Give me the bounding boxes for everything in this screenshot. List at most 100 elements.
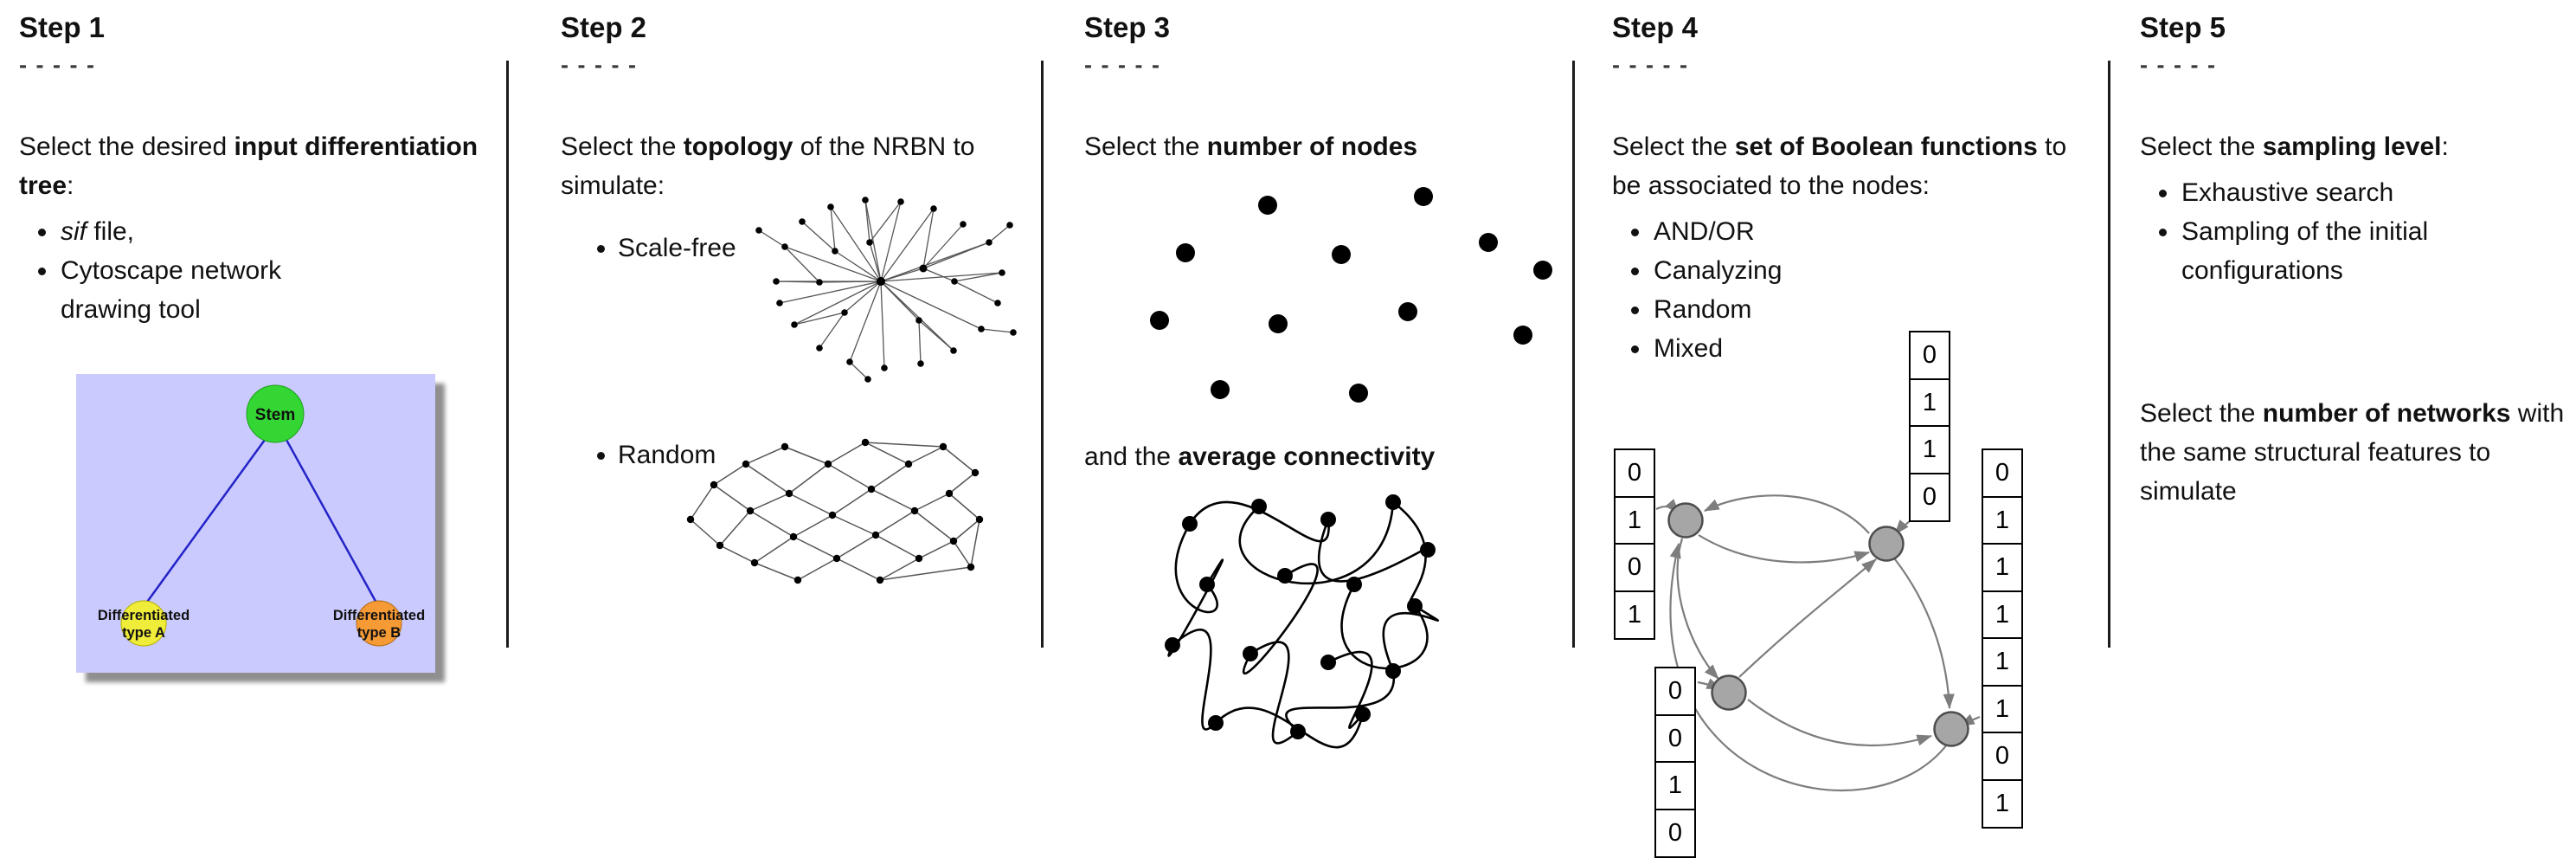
- scale-free-nodes: [755, 197, 1017, 383]
- bullet-item: Mixed: [1652, 329, 2088, 368]
- connectivity-tangle-illustration: [1165, 494, 1440, 749]
- step-1-bullet-list: sif file,Cytoscape network drawing tool: [19, 212, 344, 329]
- truth-table-cell: 0: [1909, 331, 1950, 380]
- truth-table-cell: 1: [1982, 495, 2023, 545]
- truth-table-cell: 0: [1982, 732, 2023, 781]
- boolean-node-a: [1667, 502, 1704, 539]
- networks-count-paragraph: Select the number of networks with the s…: [2140, 394, 2576, 511]
- topology-option-random: Random: [578, 435, 716, 474]
- bullet-item: Canalyzing: [1652, 251, 2088, 290]
- tangle-edges: [1167, 500, 1440, 749]
- truth-table-cell: 0: [1654, 713, 1696, 764]
- intro-segment: Select the: [1084, 132, 1207, 161]
- bullet-item: sif file,: [59, 212, 344, 251]
- type-b-label-line1: Differentiated: [333, 608, 425, 623]
- intro-bold-segment: number of nodes: [1206, 132, 1418, 161]
- stem-node: [246, 384, 305, 443]
- paragraph-segment: Select the: [2140, 399, 2263, 428]
- truth-table-cell: 1: [1614, 590, 1655, 640]
- intro-segment: Select the: [561, 132, 684, 161]
- column-divider-2: [1041, 61, 1044, 648]
- step-1-intro: Select the desired input differentiation…: [19, 127, 491, 205]
- stem-label: Stem: [255, 406, 295, 424]
- truth-table-cell: 1: [1654, 761, 1696, 810]
- boolean-network-illustration: [1655, 494, 1981, 792]
- tangle-nodes: [1165, 494, 1436, 739]
- tree-edges: [144, 439, 379, 605]
- step-1-column: Step 1 - - - - - Select the desired inpu…: [19, 10, 491, 329]
- intro-bold-segment: set of Boolean functions: [1734, 132, 2038, 161]
- type-a-label-line2: type A: [122, 625, 165, 641]
- bullet-item: Scale-free: [618, 229, 736, 268]
- step-4-intro: Select the set of Boolean functions to b…: [1612, 127, 2088, 205]
- intro-segment: Select the: [1612, 132, 1735, 161]
- random-network-illustration: [686, 438, 984, 584]
- bullet-item: Cytoscape network drawing tool: [59, 251, 344, 329]
- boolean-network-arrows: [1655, 494, 1981, 792]
- paragraph-segment: with the same structural features to sim…: [2140, 399, 2565, 506]
- intro-segment: Select the: [2140, 132, 2263, 161]
- step-3-title: Step 3: [1084, 11, 1171, 43]
- truth-table-cell: 1: [1909, 377, 1950, 428]
- truth-table-cell: 0: [1982, 448, 2023, 498]
- column-divider-3: [1572, 61, 1575, 648]
- caption-bold-segment: average connectivity: [1178, 442, 1436, 471]
- column-divider-4: [2108, 61, 2110, 648]
- differentiation-tree-illustration: Stem Differentiated type A Differentiate…: [76, 374, 435, 673]
- intro-segment: Select the desired: [19, 132, 234, 161]
- column-divider-1: [506, 61, 509, 648]
- step-5-dashes: - - - - -: [2140, 51, 2217, 78]
- step-2-title: Step 2: [561, 11, 647, 43]
- truth-table-cell: 1: [1909, 425, 1950, 474]
- paragraph-bold-segment: number of networks: [2262, 399, 2511, 428]
- step-3-intro: Select the number of nodes: [1084, 127, 1577, 166]
- step-5-column: Step 5 - - - - - Select the sampling lev…: [2140, 10, 2573, 290]
- intro-segment: :: [67, 171, 74, 200]
- bullet-item: Exhaustive search: [2180, 173, 2560, 212]
- step-2-intro: Select the topology of the NRBN to simul…: [561, 127, 1019, 205]
- step-4-bullet-list: AND/ORCanalyzingRandomMixed: [1612, 212, 2088, 368]
- bullet-item: AND/OR: [1652, 212, 2088, 251]
- step-2-dashes: - - - - -: [561, 51, 638, 78]
- truth-table-cell: 0: [1654, 808, 1696, 858]
- random-edges: [690, 442, 980, 581]
- step-3-column: Step 3 - - - - - Select the number of no…: [1084, 10, 1577, 166]
- scatter-dots: [1150, 187, 1552, 403]
- step-5-bullet-list: Exhaustive searchSampling of the initial…: [2140, 173, 2560, 290]
- intro-bold-segment: sampling level: [2262, 132, 2442, 161]
- bullet-item: Sampling of the initial configurations: [2180, 212, 2560, 290]
- intro-segment: :: [2441, 132, 2449, 161]
- truth-table-cell: 1: [1982, 637, 2023, 687]
- truth-table-cell: 1: [1982, 684, 2023, 734]
- truth-table-cell: 0: [1654, 667, 1696, 716]
- step-2-column: Step 2 - - - - - Select the topology of …: [561, 10, 1019, 205]
- bullet-item: Random: [1652, 290, 2088, 329]
- intro-segment: to be associated to the nodes:: [1612, 132, 2067, 200]
- scale-free-network-illustration: [755, 197, 1017, 383]
- scale-free-edges: [758, 199, 1014, 380]
- truth-table-cell: 1: [1982, 543, 2023, 592]
- random-nodes: [686, 438, 984, 584]
- boolean-node-c: [1711, 674, 1747, 711]
- truth-table-cell: 0: [1614, 448, 1655, 498]
- truth-table-cell: 0: [1614, 543, 1655, 592]
- truth-table-cell: 0: [1909, 472, 1950, 522]
- boolean-node-d: [1933, 711, 1969, 747]
- bullet-item: Random: [618, 435, 716, 474]
- type-a-label-line1: Differentiated: [98, 608, 190, 623]
- connectivity-caption: and the average connectivity: [1084, 437, 1603, 476]
- nodes-dots-illustration: [1150, 187, 1552, 403]
- step-5-title: Step 5: [2140, 11, 2226, 43]
- caption-segment: and the: [1084, 442, 1179, 471]
- truth-table-cell: 1: [1614, 495, 1655, 545]
- step-1-title: Step 1: [19, 11, 106, 43]
- boolean-node-b: [1868, 526, 1905, 562]
- intro-bold-segment: input differentiation tree: [19, 132, 479, 200]
- boolean-network-nodes: [1667, 502, 1969, 747]
- step-5-intro: Select the sampling level:: [2140, 127, 2573, 166]
- type-b-label-line2: type B: [357, 625, 401, 641]
